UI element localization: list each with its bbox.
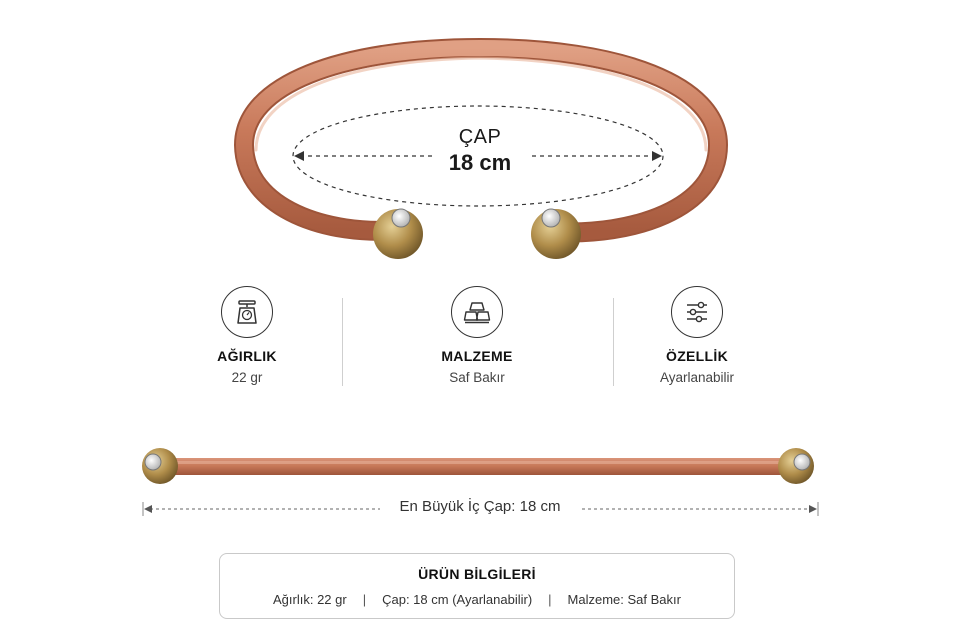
product-info-title: ÜRÜN BİLGİLERİ bbox=[418, 566, 536, 582]
info-separator: | bbox=[362, 592, 367, 607]
spec-feature-value: Ayarlanabilir bbox=[659, 370, 735, 385]
gold-bars-icon bbox=[451, 286, 503, 338]
info-weight: Ağırlık: 22 gr bbox=[273, 592, 347, 607]
product-info-box: ÜRÜN BİLGİLERİ Ağırlık: 22 gr | Çap: 18 cm… bbox=[219, 553, 735, 619]
spec-material-label: MALZEME bbox=[441, 348, 513, 364]
spec-weight-label: AĞIRLIK bbox=[217, 348, 277, 364]
info-diameter: Çap: 18 cm (Ayarlanabilir) bbox=[382, 592, 533, 607]
left-end-ball bbox=[373, 209, 423, 259]
divider bbox=[613, 298, 614, 386]
magnet-left bbox=[391, 208, 411, 228]
spec-weight: AĞIRLIK 22 gr bbox=[147, 286, 347, 385]
spec-material: MALZEME Saf Bakır bbox=[377, 286, 577, 385]
spec-weight-value: 22 gr bbox=[231, 370, 263, 385]
spec-feature-label: ÖZELLİK bbox=[666, 348, 728, 364]
sliders-icon bbox=[671, 286, 723, 338]
diameter-indicator bbox=[292, 105, 664, 207]
inner-diameter-label: En Büyük İç Çap: 18 cm bbox=[380, 498, 580, 515]
divider bbox=[342, 298, 343, 386]
info-separator: | bbox=[548, 592, 552, 607]
inner-diameter-dimension bbox=[142, 502, 819, 516]
open-bangle bbox=[233, 37, 729, 259]
magnet-right bbox=[541, 208, 561, 228]
straightened-bracelet bbox=[142, 448, 814, 484]
spec-feature: ÖZELLİK Ayarlanabilir bbox=[597, 286, 797, 385]
scale-icon bbox=[221, 286, 273, 338]
diameter-value: 18 cm bbox=[448, 150, 512, 175]
product-info-line: Ağırlık: 22 gr | Çap: 18 cm (Ayarlanabilir… bbox=[220, 592, 734, 607]
diameter-title: ÇAP bbox=[458, 126, 502, 148]
spec-material-value: Saf Bakır bbox=[449, 370, 505, 385]
info-material: Malzeme: Saf Bakır bbox=[567, 592, 681, 607]
